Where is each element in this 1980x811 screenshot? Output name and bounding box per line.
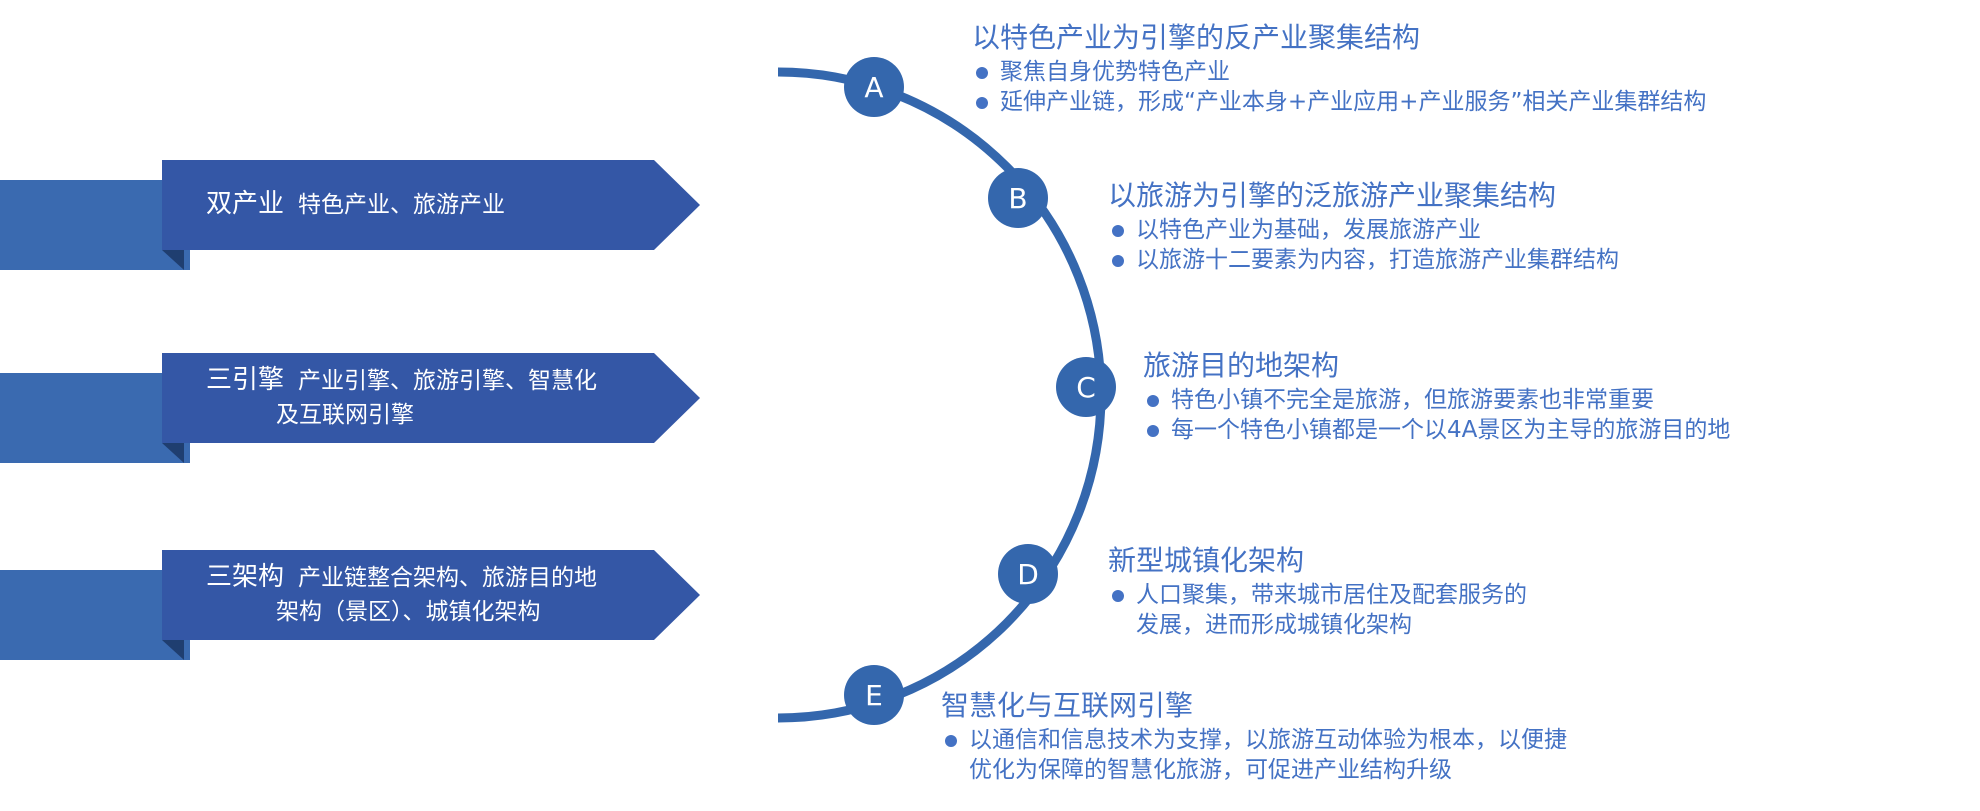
bullet-item: 聚焦自身优势特色产业 (972, 57, 1706, 87)
block-b: 以旅游为引擎的泛旅游产业聚集结构 以特色产业为基础，发展旅游产业 以旅游十二要素… (1108, 177, 1619, 275)
bullet-text: 每一个特色小镇都是一个以4A景区为主导的旅游目的地 (1171, 417, 1731, 443)
bullet-dot-icon (976, 67, 988, 79)
node-e: E (844, 665, 904, 725)
block-title: 新型城镇化架构 (1108, 544, 1305, 577)
bullet-item: 以通信和信息技术为支撑，以旅游互动体验为根本，以便捷 (941, 725, 1567, 755)
bullet-item: 人口聚集，带来城市居住及配套服务的 (1108, 580, 1527, 610)
node-a: A (844, 57, 904, 117)
bullet-item: 以特色产业为基础，发展旅游产业 (1108, 215, 1619, 245)
banner-arrow (162, 550, 700, 640)
banner-desc: 产业引擎、旅游引擎、智慧化 (298, 367, 598, 394)
bullet-text: 以特色产业为基础，发展旅游产业 (1136, 217, 1481, 243)
banner-key: 双产业 (206, 188, 285, 219)
banner-arrow (162, 353, 700, 443)
banner-desc: 产业链整合架构、旅游目的地 (298, 564, 598, 591)
banner-three-engines: 三引擎产业引擎、旅游引擎、智慧化 及互联网引擎 (0, 353, 700, 463)
bullet-text: 特色小镇不完全是旅游，但旅游要素也非常重要 (1171, 387, 1654, 413)
bullet-dot-icon (1147, 425, 1159, 437)
banner-fold (162, 640, 184, 660)
block-title: 以旅游为引擎的泛旅游产业聚集结构 (1108, 179, 1557, 212)
bullet-dot-icon (945, 735, 957, 747)
bullet-dot-icon (1112, 255, 1124, 267)
bullet-text: 以通信和信息技术为支撑，以旅游互动体验为根本，以便捷 (969, 727, 1567, 753)
block-title: 智慧化与互联网引擎 (941, 689, 1194, 722)
node-b: B (988, 168, 1048, 228)
banner-text: 三架构产业链整合架构、旅游目的地 架构（景区）、城镇化架构 (206, 550, 666, 640)
bullet-item: 每一个特色小镇都是一个以4A景区为主导的旅游目的地 (1143, 415, 1730, 445)
banner-tail (0, 373, 190, 463)
bullet-text-continued: 发展，进而形成城镇化架构 (1136, 612, 1412, 638)
banner-fold (162, 443, 184, 463)
banner-key: 三架构 (206, 561, 285, 592)
block-title: 旅游目的地架构 (1143, 349, 1340, 382)
banner-key: 三引擎 (206, 364, 285, 395)
bullet-dot-icon (1112, 590, 1124, 602)
banner-desc-continued: 及互联网引擎 (276, 401, 414, 428)
node-d: D (998, 544, 1058, 604)
bullet-item: 以旅游十二要素为内容，打造旅游产业集群结构 (1108, 245, 1619, 275)
banner-desc: 特色产业、旅游产业 (298, 191, 506, 218)
bullet-item: 特色小镇不完全是旅游，但旅游要素也非常重要 (1143, 385, 1730, 415)
bullet-dot-icon (976, 97, 988, 109)
bullet-text: 聚焦自身优势特色产业 (1000, 59, 1230, 85)
bullet-text: 以旅游十二要素为内容，打造旅游产业集群结构 (1136, 247, 1619, 273)
block-c: 旅游目的地架构 特色小镇不完全是旅游，但旅游要素也非常重要 每一个特色小镇都是一… (1143, 347, 1730, 445)
bullet-dot-icon (1112, 225, 1124, 237)
banner-text: 三引擎产业引擎、旅游引擎、智慧化 及互联网引擎 (206, 353, 666, 443)
banner-fold (162, 250, 184, 270)
banner-tail (0, 570, 190, 660)
arc-path (777, 67, 1106, 723)
banner-desc-continued: 架构（景区）、城镇化架构 (276, 598, 541, 625)
bullet-text: 人口聚集，带来城市居住及配套服务的 (1136, 582, 1527, 608)
block-e: 智慧化与互联网引擎 以通信和信息技术为支撑，以旅游互动体验为根本，以便捷 优化为… (941, 687, 1567, 785)
block-title: 以特色产业为引擎的反产业聚集结构 (972, 21, 1421, 54)
banner-three-structures: 三架构产业链整合架构、旅游目的地 架构（景区）、城镇化架构 (0, 550, 700, 660)
banner-tail (0, 180, 190, 270)
bullet-dot-icon (1147, 395, 1159, 407)
banner-text: 双产业特色产业、旅游产业 (206, 160, 666, 250)
node-c: C (1056, 357, 1116, 417)
block-a: 以特色产业为引擎的反产业聚集结构 聚焦自身优势特色产业 延伸产业链，形成“产业本… (972, 19, 1706, 117)
block-d: 新型城镇化架构 人口聚集，带来城市居住及配套服务的 发展，进而形成城镇化架构 (1108, 542, 1527, 640)
banner-dual-industry: 双产业特色产业、旅游产业 (0, 160, 700, 270)
bullet-text-continued: 优化为保障的智慧化旅游，可促进产业结构升级 (969, 757, 1452, 783)
bullet-item: 延伸产业链，形成“产业本身+产业应用+产业服务”相关产业集群结构 (972, 87, 1706, 117)
bullet-text: 延伸产业链，形成“产业本身+产业应用+产业服务”相关产业集群结构 (1000, 89, 1707, 115)
banner-arrow (162, 160, 700, 250)
